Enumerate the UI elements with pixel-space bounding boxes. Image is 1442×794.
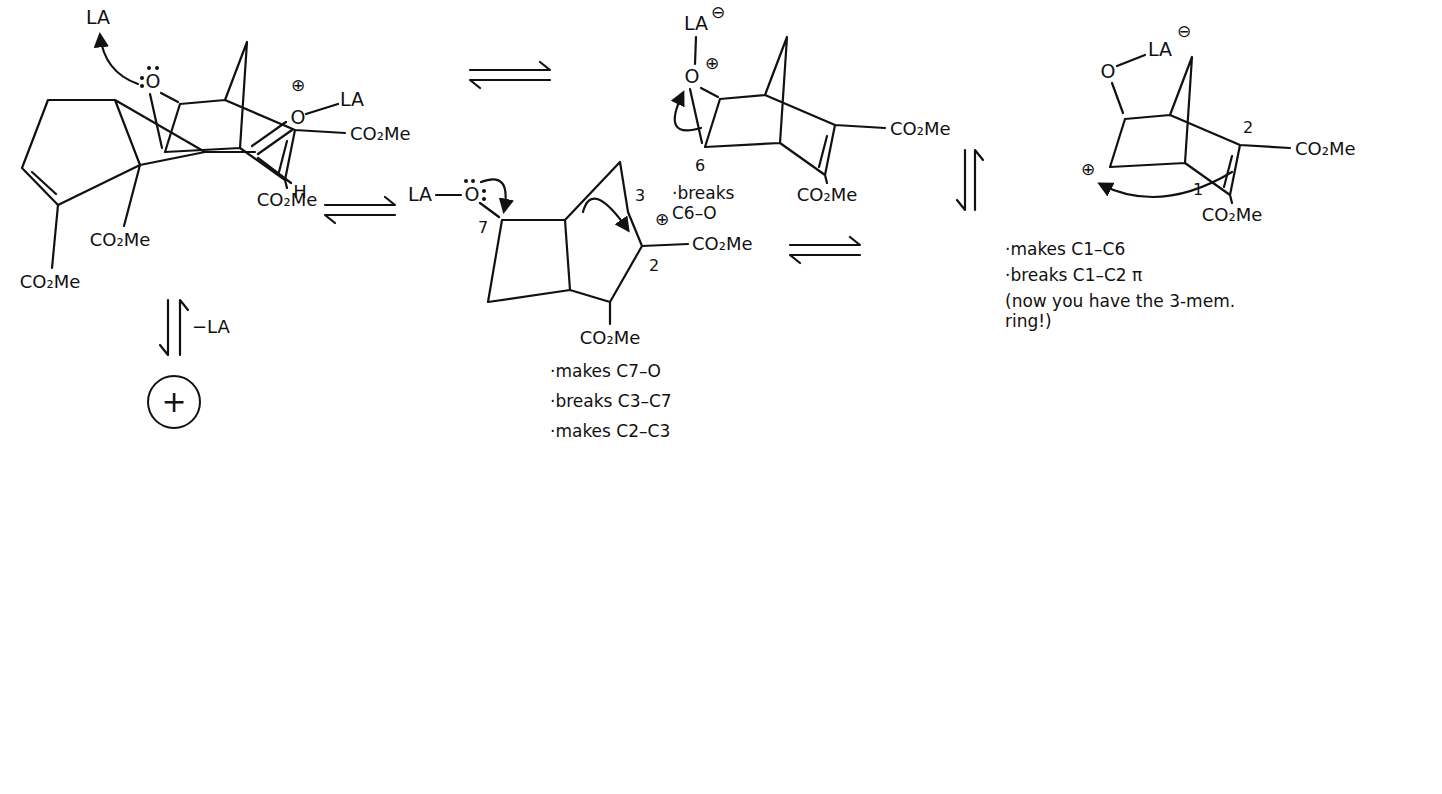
drawing-stroke <box>482 197 486 201</box>
charge-sign: ⊕ <box>705 54 719 74</box>
drawing-stroke <box>471 179 475 183</box>
drawing-stroke <box>160 300 188 355</box>
mechanism-note: ·makes C2–C3 <box>550 422 810 442</box>
drawing-stroke <box>22 100 338 268</box>
drawing-stroke <box>470 62 550 88</box>
charge-sign: ⊖ <box>1177 22 1191 42</box>
group-label: O <box>1101 61 1116 83</box>
group-label: CO₂Me <box>580 328 641 349</box>
group-label: CO₂Me <box>1202 205 1263 226</box>
circled-symbol: + <box>147 375 201 429</box>
charge-sign: ⊕ <box>291 76 305 96</box>
drawing-stroke <box>481 179 506 211</box>
group-label: CO₂Me <box>20 272 81 293</box>
atom-number: 1 <box>1193 181 1203 199</box>
group-label: O <box>291 107 306 129</box>
drawing-stroke <box>325 197 395 223</box>
drawing-stroke <box>436 162 688 324</box>
drawing-stroke <box>464 179 468 183</box>
group-label: CO₂Me <box>890 119 951 140</box>
group-label: CO₂Me <box>692 234 753 255</box>
mechanism-note: ·breaks C1–C2 π <box>1005 266 1305 286</box>
drawing-stroke <box>140 76 144 80</box>
group-label: LA <box>1148 39 1172 61</box>
carbocation-structure <box>1110 57 1290 203</box>
group-label: LA <box>408 184 432 206</box>
drawing-stroke <box>705 37 885 183</box>
group-label: CO₂Me <box>90 230 151 251</box>
mechanism-note: ·makes C7–O <box>550 362 810 382</box>
charge-sign: ⊕ <box>1081 160 1095 180</box>
mechanism-note: ·makes C1–C6 <box>1005 240 1305 260</box>
group-label: LA <box>340 89 364 111</box>
drawing-stroke <box>165 42 345 188</box>
drawing-stroke <box>675 93 701 130</box>
mechanism-note: ·breaks C6–O <box>672 184 754 223</box>
atom-number: 6 <box>695 157 705 175</box>
atom-number: 7 <box>478 219 488 237</box>
drawing-stroke <box>150 93 178 148</box>
group-label: CO₂Me <box>1295 139 1356 160</box>
drawing-stroke <box>957 150 983 210</box>
mechanism-note: ·breaks C3–C7 <box>550 392 810 412</box>
aldehyde-product-structure <box>22 100 338 268</box>
bond-lines <box>22 35 1290 355</box>
group-label: O <box>146 71 161 93</box>
atom-number: 2 <box>1243 119 1253 137</box>
drawing-stroke <box>695 37 696 64</box>
drawing-stroke <box>155 66 159 70</box>
group-label: O <box>685 66 700 88</box>
drawing-stroke <box>100 35 138 84</box>
cyclopropyl-cation-structure <box>436 162 688 324</box>
equilibrium-arrows <box>160 62 983 355</box>
drawing-stroke <box>790 237 860 263</box>
drawing-stroke <box>1110 57 1290 203</box>
group-label: CO₂Me <box>797 185 858 206</box>
charge-sign: ⊕ <box>655 210 669 230</box>
group-label: CO₂Me <box>257 190 318 211</box>
mechanism-note: (now you have the 3-mem. ring!) <box>1005 292 1255 331</box>
group-label: −LA <box>192 317 230 338</box>
group-label: LA <box>86 7 110 29</box>
activated-epoxide-structure <box>690 37 885 183</box>
atom-number: 2 <box>649 257 659 275</box>
group-label: O <box>465 184 480 206</box>
atom-number: 3 <box>635 187 645 205</box>
drawing-stroke <box>482 189 486 193</box>
drawing-stroke <box>583 199 628 230</box>
charge-sign: ⊖ <box>711 3 725 23</box>
drawing-stroke <box>140 84 144 88</box>
drawing-stroke <box>690 88 718 143</box>
drawing-stroke <box>147 66 151 70</box>
group-label: H <box>293 182 307 203</box>
drawing-stroke <box>1112 55 1145 113</box>
circled-text: + <box>161 387 186 417</box>
drawing-stroke <box>1100 172 1232 197</box>
group-label: LA <box>684 13 708 35</box>
group-label: CO₂Me <box>350 124 411 145</box>
